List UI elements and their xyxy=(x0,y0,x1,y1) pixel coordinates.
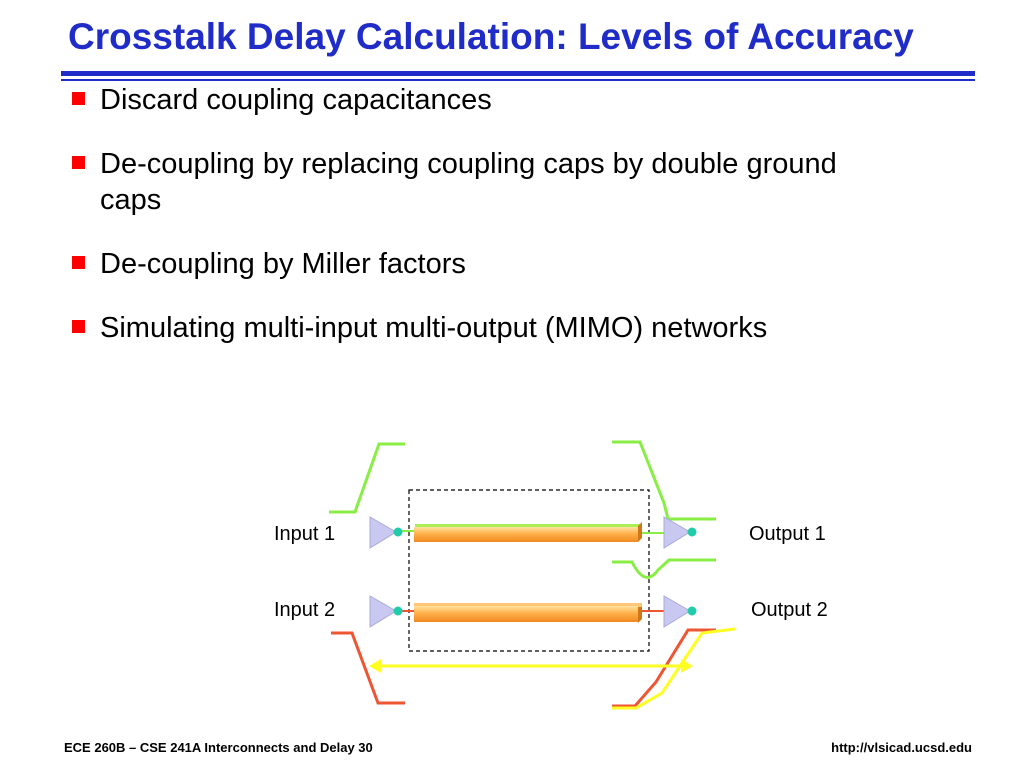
wire1-body xyxy=(414,527,638,542)
bullet-text: Discard coupling capacitances xyxy=(100,84,492,116)
input1-node-icon xyxy=(393,527,403,537)
wire2-side-face xyxy=(638,603,642,623)
output2-label: Output 2 xyxy=(751,599,828,621)
output2-buffer-icon xyxy=(663,595,691,628)
slide-title: Crosstalk Delay Calculation: Levels of A… xyxy=(68,16,914,57)
output1-waveform xyxy=(612,440,716,521)
bullet-item: De-coupling by replacing coupling caps b… xyxy=(70,146,900,218)
input2-label: Input 2 xyxy=(274,599,335,621)
wire2-body xyxy=(414,606,638,622)
title-rule-thin xyxy=(61,79,975,81)
wire1-top-highlight xyxy=(415,524,640,528)
input1-label: Input 1 xyxy=(274,523,335,545)
footer-course-label: ECE 260B – CSE 241A Interconnects and De… xyxy=(64,740,373,755)
input2-waveform xyxy=(331,631,405,705)
input1-waveform xyxy=(329,442,405,514)
bullet-square-icon xyxy=(72,156,85,169)
bullet-item: De-coupling by Miller factors xyxy=(70,246,970,282)
output2-node-icon xyxy=(687,606,697,616)
input2-buffer-icon xyxy=(369,595,397,628)
footer-url: http://vlsicad.ucsd.edu xyxy=(831,740,972,755)
output1-label: Output 1 xyxy=(749,523,826,545)
bullet-text: Simulating multi-input multi-output (MIM… xyxy=(100,312,768,344)
wire2-top-face xyxy=(414,603,642,607)
output2-alt-waveform xyxy=(612,627,736,710)
output1-glitch-waveform xyxy=(612,558,716,579)
delay-arrow-left-head xyxy=(369,659,381,673)
bullet-item: Discard coupling capacitances xyxy=(70,82,970,118)
bullet-square-icon xyxy=(72,92,85,105)
bullet-list: Discard coupling capacitances De-couplin… xyxy=(70,80,970,346)
bullet-square-icon xyxy=(72,320,85,333)
output1-node-icon xyxy=(687,527,697,537)
coupling-region-box xyxy=(408,489,650,652)
output2-waveform xyxy=(612,628,716,708)
bullet-text: De-coupling by replacing coupling caps b… xyxy=(100,148,837,216)
bullet-text: De-coupling by Miller factors xyxy=(100,248,466,280)
output1-buffer-icon xyxy=(663,516,691,549)
bullet-square-icon xyxy=(72,256,85,269)
input1-buffer-icon xyxy=(369,516,397,549)
wire1-side-face xyxy=(638,522,642,542)
delay-arrow-right-head xyxy=(681,659,693,673)
title-rule-thick xyxy=(61,71,975,76)
input2-node-icon xyxy=(393,606,403,616)
bullet-item: Simulating multi-input multi-output (MIM… xyxy=(70,310,970,346)
